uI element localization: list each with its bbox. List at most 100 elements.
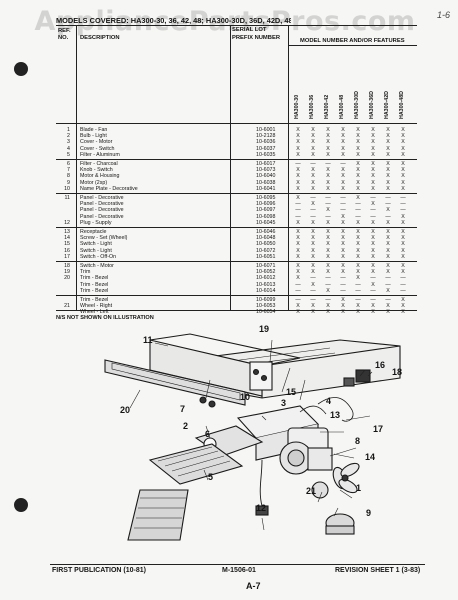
model-mark: X <box>401 253 405 260</box>
model-mark: X <box>311 185 315 192</box>
number-label: NUMBER <box>254 35 281 41</box>
model-mark: X <box>341 219 345 226</box>
model-mark: X <box>296 185 300 192</box>
model-mark: X <box>356 133 360 140</box>
model-mark: X <box>341 229 345 235</box>
supply-plug <box>255 505 269 516</box>
model-mark: X <box>401 133 405 140</box>
model-mark: X <box>326 173 330 180</box>
callout-15: 15 <box>286 387 297 397</box>
model-mark: — <box>295 297 301 303</box>
binder-hole-top <box>14 62 28 76</box>
model-mark: X <box>296 179 300 186</box>
model-name: HA300-48D <box>399 91 405 119</box>
model-mark: — <box>295 161 301 167</box>
model-mark: X <box>371 161 375 167</box>
part-description: Trim - Bezel <box>80 281 109 288</box>
model-mark: — <box>325 201 331 208</box>
part-number: 10-6052 <box>256 269 276 276</box>
model-mark: X <box>296 241 300 248</box>
panel-top-face <box>149 333 301 367</box>
ref-number: 7 <box>67 167 70 174</box>
model-mark: X <box>356 269 360 276</box>
model-mark: X <box>356 241 360 248</box>
model-mark: — <box>355 281 361 288</box>
revision-sheet: REVISION SHEET 1 (3-83) <box>335 567 421 574</box>
model-mark: X <box>296 167 300 174</box>
model-mark: X <box>401 303 405 310</box>
model-mark: X <box>296 127 300 133</box>
model-mark: X <box>326 179 330 186</box>
model-mark: X <box>401 269 405 276</box>
model-mark: X <box>326 269 330 276</box>
callout-8: 8 <box>355 436 361 446</box>
part-number: 10-6046 <box>256 229 276 235</box>
model-mark: X <box>356 303 360 310</box>
model-mark: X <box>326 309 330 316</box>
part-number: 10-6012 <box>256 275 276 282</box>
model-mark: X <box>326 145 330 152</box>
part-description: Knob - Switch <box>80 167 113 174</box>
model-mark: — <box>385 201 391 208</box>
footer-rule <box>50 564 425 565</box>
model-mark: X <box>311 235 315 242</box>
part-description: Panel - Decorative <box>80 213 124 220</box>
model-mark: X <box>356 185 360 192</box>
model-mark: X <box>371 235 375 242</box>
model-mark: — <box>325 195 331 201</box>
model-mark: X <box>311 219 315 226</box>
model-mark: X <box>296 263 300 269</box>
ref-number: 16 <box>64 247 70 254</box>
model-mark: X <box>371 179 375 186</box>
model-mark: X <box>341 235 345 242</box>
part-description: Filter - Aluminum <box>80 151 120 158</box>
model-mark: X <box>296 303 300 310</box>
model-mark: X <box>386 145 390 152</box>
part-number: 10-6035 <box>256 151 276 158</box>
model-mark: X <box>386 253 390 260</box>
callout-21: 21 <box>306 486 317 496</box>
model-mark: X <box>386 219 390 226</box>
part-description: Trim - Bezel <box>80 297 109 303</box>
model-mark: — <box>340 281 346 288</box>
ref-number: 8 <box>67 173 70 180</box>
model-column-header: HA300-30D <box>354 75 367 119</box>
model-mark: X <box>356 263 360 269</box>
fan-blade <box>332 462 360 494</box>
model-mark: — <box>310 213 316 220</box>
model-mark: X <box>401 247 405 254</box>
model-mark: X <box>371 133 375 140</box>
part-number: 10-6001 <box>256 127 276 133</box>
model-mark: X <box>371 303 375 310</box>
ref-number: 15 <box>64 241 70 248</box>
model-mark: X <box>311 253 315 260</box>
model-mark: — <box>370 195 376 201</box>
model-mark: X <box>341 297 345 303</box>
model-mark: X <box>296 235 300 242</box>
model-mark: X <box>296 219 300 226</box>
model-mark: — <box>340 195 346 201</box>
part-description: Switch - Motor <box>80 263 114 269</box>
ref-number: 5 <box>67 151 70 158</box>
prefix-label: PREFIX <box>232 35 253 41</box>
serial-header: SERIAL LOT <box>232 27 266 34</box>
callout-17: 17 <box>373 424 384 434</box>
model-mark: — <box>325 213 331 220</box>
receptacle <box>343 377 355 387</box>
model-mark: — <box>400 275 406 282</box>
model-mark: — <box>385 213 391 220</box>
callout-3: 3 <box>281 398 287 408</box>
model-mark: — <box>400 287 406 294</box>
ref-number: 12 <box>64 219 70 226</box>
model-mark: X <box>341 247 345 254</box>
part-description: Bulb - Light <box>80 133 107 140</box>
model-mark: — <box>295 201 301 208</box>
model-mark: X <box>371 229 375 235</box>
